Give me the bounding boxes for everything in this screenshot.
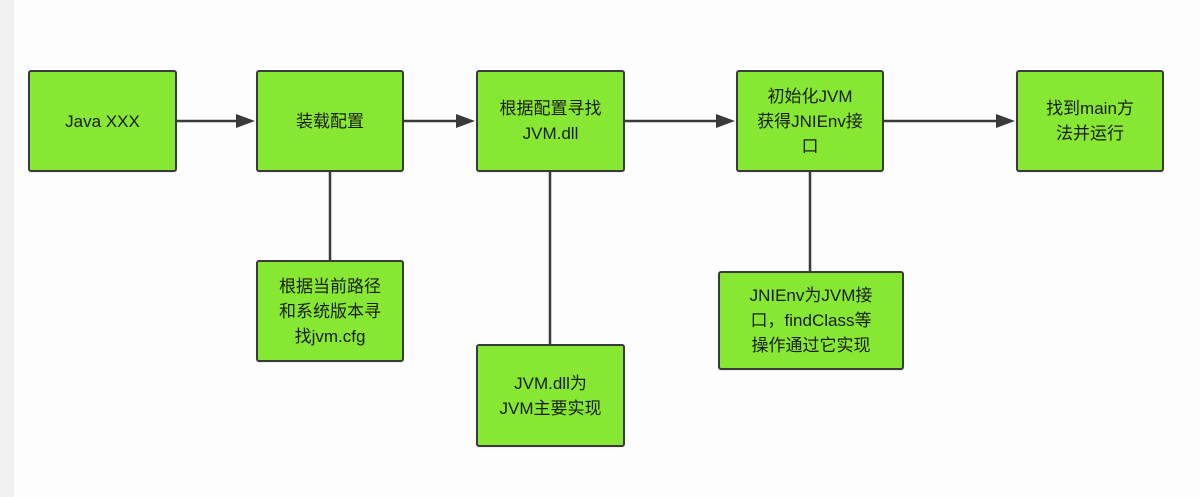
node-text-line: 找到main方 [1046, 99, 1134, 118]
node-text-line: JVM.dll [522, 124, 579, 143]
flow-node-java-command: Java XXX [28, 70, 177, 172]
flow-node-run-main: 找到main方 法并运行 [1016, 70, 1164, 172]
node-text-line: 法并运行 [1056, 124, 1124, 143]
node-text-line: 初始化JVM [767, 86, 853, 106]
arrowhead [996, 114, 1015, 128]
node-text-line: 口 [801, 136, 819, 156]
arrowhead [716, 114, 735, 128]
node-text-line: 装载配置 [296, 111, 364, 131]
note-node-find-jvm-cfg: 根据当前路径 和系统版本寻 找jvm.cfg [256, 260, 404, 362]
left-edge-strip [0, 0, 14, 497]
arrowhead [236, 114, 255, 128]
arrow-find-jvm-dll-to-init-jvm [625, 114, 735, 128]
node-text-line: 根据当前路径 [279, 276, 381, 296]
node-text-line: 口，findClass等 [750, 311, 872, 330]
node-text-line: JVM主要实现 [499, 398, 602, 418]
flow-node-find-jvm-dll: 根据配置寻找 JVM.dll [476, 70, 625, 172]
flow-node-load-config: 装载配置 [256, 70, 404, 172]
node-text-line: 根据配置寻找 [499, 99, 602, 118]
node-text-line: 获得JNIEnv接 [757, 111, 863, 131]
node-text-line: 和系统版本寻 [279, 301, 381, 321]
node-text-line: 找jvm.cfg [294, 326, 366, 346]
node-text-line: JNIEnv为JVM接 [749, 286, 873, 305]
arrow-load-config-to-find-jvm-dll [404, 114, 475, 128]
arrow-java-to-load-config [177, 114, 255, 128]
arrowhead [456, 114, 475, 128]
node-text-line: Java XXX [65, 111, 140, 131]
note-node-jvm-dll: JVM.dll为 JVM主要实现 [476, 344, 625, 447]
note-node-jnienv: JNIEnv为JVM接 口，findClass等 操作通过它实现 [718, 271, 904, 370]
flow-node-init-jvm: 初始化JVM 获得JNIEnv接 口 [736, 70, 884, 172]
node-text-line: 操作通过它实现 [751, 336, 871, 355]
node-text-line: JVM.dll为 [514, 373, 587, 393]
arrow-init-jvm-to-run-main [884, 114, 1015, 128]
